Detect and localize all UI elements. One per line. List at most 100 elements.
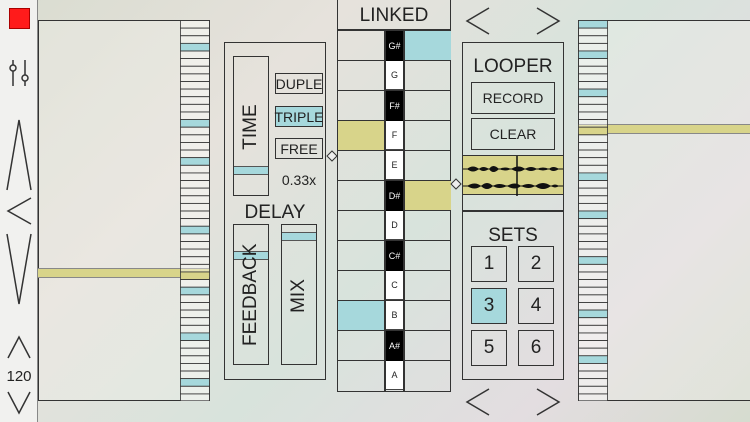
pitch-strip-cell[interactable]: [578, 385, 608, 395]
pitch-strip-cell[interactable]: [180, 96, 210, 105]
pitch-strip-cell[interactable]: [180, 142, 210, 151]
pitch-strip-cell[interactable]: [180, 103, 210, 113]
up-large-icon[interactable]: [5, 118, 33, 192]
pitch-strip-cell[interactable]: [180, 88, 210, 98]
piano-key-fsharp[interactable]: F#: [385, 91, 404, 121]
pitch-strip-cell[interactable]: [180, 248, 210, 258]
right-pitch-strip[interactable]: [578, 20, 608, 401]
pitch-strip-cell[interactable]: [578, 340, 608, 349]
pitch-strip-cell[interactable]: [180, 210, 210, 220]
pitch-strip-cell[interactable]: [578, 180, 608, 189]
piano-key-c[interactable]: C: [385, 271, 404, 300]
pitch-strip-cell[interactable]: [180, 65, 210, 75]
pitch-strip-cell[interactable]: [578, 42, 608, 52]
next-bottom-arrow-icon[interactable]: [535, 387, 561, 417]
pitch-strip-cell[interactable]: [180, 225, 210, 235]
tempo-up-icon[interactable]: [6, 334, 32, 360]
pitch-strip-cell[interactable]: [180, 172, 210, 181]
mix-slider[interactable]: [281, 224, 317, 365]
mixer-sliders-icon[interactable]: [7, 58, 31, 88]
pitch-strip-cell[interactable]: [578, 81, 608, 90]
mix-slider-handle[interactable]: [282, 232, 316, 241]
pitch-strip-cell[interactable]: [578, 233, 608, 242]
pitch-strip-cell[interactable]: [180, 157, 210, 166]
pitch-strip-cell[interactable]: [578, 149, 608, 159]
pitch-strip-cell[interactable]: [180, 256, 210, 265]
pitch-strip-cell[interactable]: [578, 164, 608, 174]
pitch-strip-cell[interactable]: [578, 195, 608, 204]
pitch-strip-cell[interactable]: [578, 218, 608, 227]
pitch-strip-cell[interactable]: [180, 370, 210, 380]
pitch-strip-cell[interactable]: [578, 111, 608, 120]
pitch-strip-cell[interactable]: [180, 111, 210, 120]
set-button-4[interactable]: 4: [518, 288, 554, 324]
pitch-strip-cell[interactable]: [578, 20, 608, 29]
pitch-strip-cell[interactable]: [180, 187, 210, 197]
feedback-slider-handle[interactable]: [234, 251, 268, 260]
pitch-strip-cell[interactable]: [578, 96, 608, 105]
set-button-3[interactable]: 3: [471, 288, 507, 324]
left-pitch-strip[interactable]: [180, 20, 210, 401]
piano-key-a[interactable]: A: [385, 361, 404, 390]
piano-key-d[interactable]: D: [385, 211, 404, 240]
pitch-strip-cell[interactable]: [578, 210, 608, 220]
piano-key-dsharp[interactable]: D#: [385, 181, 404, 211]
set-button-2[interactable]: 2: [518, 246, 554, 282]
pitch-strip-cell[interactable]: [180, 241, 210, 250]
pitch-strip-cell[interactable]: [578, 73, 608, 82]
pitch-strip-cell[interactable]: [180, 134, 210, 143]
pitch-strip-cell[interactable]: [180, 332, 210, 341]
pitch-strip-cell[interactable]: [578, 317, 608, 326]
piano-key-asharp[interactable]: A#: [385, 331, 404, 361]
pitch-strip-cell[interactable]: [180, 126, 210, 136]
duple-button[interactable]: DUPLE: [275, 73, 323, 94]
down-large-icon[interactable]: [5, 232, 33, 306]
pitch-strip-cell[interactable]: [180, 233, 210, 242]
pitch-strip-cell[interactable]: [578, 309, 608, 319]
pitch-strip-cell[interactable]: [578, 142, 608, 151]
pitch-strip-cell[interactable]: [578, 286, 608, 296]
piano-key-g[interactable]: G: [385, 61, 404, 90]
pitch-strip-cell[interactable]: [180, 340, 210, 349]
pitch-strip-cell[interactable]: [578, 347, 608, 357]
pitch-strip-cell[interactable]: [180, 378, 210, 387]
pitch-strip-cell[interactable]: [578, 370, 608, 380]
pitch-strip-cell[interactable]: [180, 286, 210, 296]
pitch-strip-cell[interactable]: [180, 317, 210, 326]
pitch-strip-cell[interactable]: [578, 271, 608, 280]
piano-keyboard[interactable]: [337, 30, 451, 392]
pitch-strip-cell[interactable]: [180, 202, 210, 212]
pitch-strip-cell[interactable]: [578, 332, 608, 341]
pitch-strip-cell[interactable]: [180, 58, 210, 67]
triple-button[interactable]: TRIPLE: [275, 106, 324, 127]
pitch-strip-cell[interactable]: [578, 88, 608, 98]
pitch-strip-cell[interactable]: [578, 378, 608, 387]
back-chevron-icon[interactable]: [5, 196, 33, 226]
pitch-strip-cell[interactable]: [180, 302, 210, 311]
pitch-strip-cell[interactable]: [578, 241, 608, 250]
pitch-strip-cell[interactable]: [578, 256, 608, 265]
pitch-strip-cell[interactable]: [180, 294, 210, 303]
pitch-strip-cell[interactable]: [180, 195, 210, 204]
pitch-strip-cell[interactable]: [180, 309, 210, 319]
tempo-down-icon[interactable]: [6, 390, 32, 416]
pitch-strip-cell[interactable]: [578, 35, 608, 44]
pitch-strip-cell[interactable]: [578, 58, 608, 67]
pitch-strip-cell[interactable]: [180, 180, 210, 189]
piano-key-csharp[interactable]: C#: [385, 241, 404, 271]
pitch-strip-cell[interactable]: [578, 393, 608, 401]
pitch-strip-cell[interactable]: [180, 42, 210, 52]
pitch-strip-cell[interactable]: [578, 50, 608, 59]
piano-key-e[interactable]: E: [385, 151, 404, 180]
clear-button[interactable]: CLEAR: [471, 118, 555, 150]
pitch-strip-cell[interactable]: [180, 164, 210, 174]
set-button-5[interactable]: 5: [471, 330, 507, 366]
pitch-strip-cell[interactable]: [180, 263, 210, 273]
record-button[interactable]: RECORD: [471, 82, 555, 114]
pitch-strip-cell[interactable]: [578, 187, 608, 197]
pitch-strip-cell[interactable]: [578, 126, 608, 136]
pitch-strip-cell[interactable]: [180, 27, 210, 37]
prev-top-arrow-icon[interactable]: [465, 6, 491, 36]
pitch-strip-cell[interactable]: [578, 103, 608, 113]
pitch-strip-cell[interactable]: [180, 35, 210, 44]
